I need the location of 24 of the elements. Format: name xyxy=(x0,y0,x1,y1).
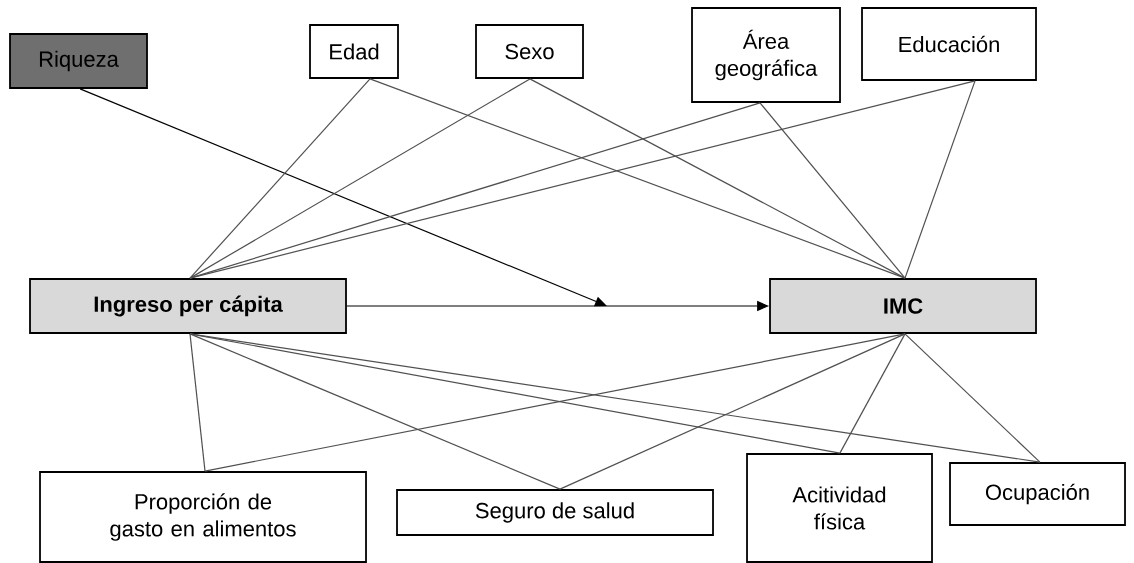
main-variable-box: IMC xyxy=(769,278,1037,334)
connector-line xyxy=(189,333,561,490)
connector-line xyxy=(189,333,1041,463)
connector-line xyxy=(559,333,906,490)
connector-line xyxy=(189,78,371,279)
connector-line xyxy=(839,333,906,454)
connector-line xyxy=(189,80,976,279)
variable-box: Edad xyxy=(309,24,399,79)
variable-box: Seguro de salud xyxy=(396,489,714,536)
variable-box: Acitividad física xyxy=(746,453,933,563)
variable-box: Proporción de gasto en alimentos xyxy=(39,471,367,563)
variable-box: Educación xyxy=(861,7,1037,81)
main-variable-box: Ingreso per cápita xyxy=(29,278,347,334)
connector-line xyxy=(189,78,531,279)
connector-line xyxy=(529,78,906,279)
arrow xyxy=(79,88,607,307)
variable-box: Área geográfica xyxy=(691,7,841,103)
connector-line xyxy=(759,102,906,279)
connector-line xyxy=(904,333,1041,463)
variable-box: Ocupación xyxy=(949,462,1126,526)
connector-line xyxy=(904,80,976,279)
variable-box: Riqueza xyxy=(9,33,148,89)
variable-box: Sexo xyxy=(475,24,584,79)
connector-line xyxy=(189,333,206,472)
